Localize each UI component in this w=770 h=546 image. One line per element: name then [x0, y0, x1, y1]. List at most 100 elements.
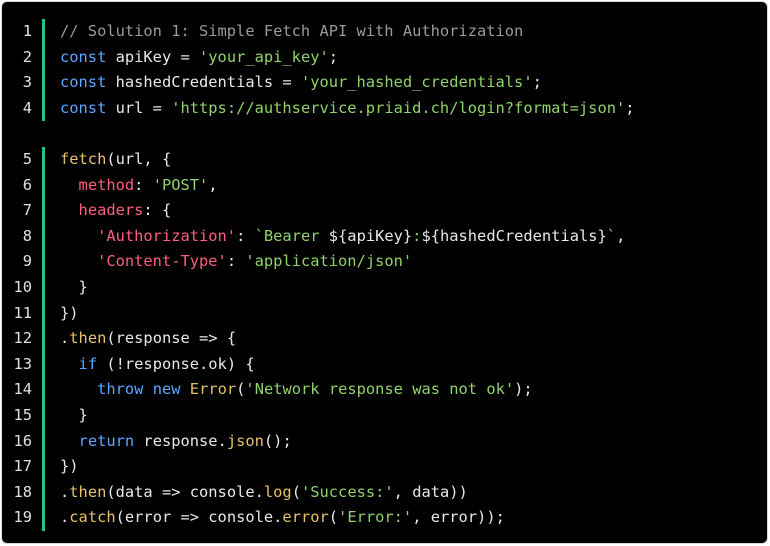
code-token: new — [152, 380, 181, 399]
code-token — [60, 227, 97, 245]
code-token: Error — [189, 380, 237, 399]
code-token: (error => console. — [115, 508, 283, 527]
code-token — [60, 252, 97, 270]
code-text: }) — [60, 454, 79, 480]
code-text: } — [60, 403, 88, 429]
code-token — [60, 432, 79, 450]
code-line: 7 headers: { — [2, 198, 767, 224]
code-token: response. — [134, 431, 227, 450]
code-text: throw new Error('Network response was no… — [60, 377, 533, 403]
code-section-declarations: 1// Solution 1: Simple Fetch API with Au… — [2, 19, 767, 122]
line-number: 15 — [13, 405, 32, 424]
code-text: const url = 'https://authservice.priaid.… — [60, 96, 635, 122]
code-text: .then(data => console.log('Success:', da… — [60, 480, 468, 506]
line-number: 12 — [13, 329, 32, 348]
code-token: throw — [97, 380, 144, 399]
code-token — [181, 380, 190, 398]
code-token: method — [78, 175, 135, 194]
code-token: . — [60, 329, 70, 348]
code-token: : — [236, 226, 255, 245]
code-token: (url, { — [106, 150, 172, 168]
code-token: then — [69, 329, 107, 348]
code-token: catch — [69, 508, 116, 527]
code-token: }) — [60, 303, 79, 322]
code-token: : — [134, 175, 153, 194]
line-number: 7 — [22, 201, 32, 220]
line-number: 18 — [13, 482, 32, 501]
line-number: 13 — [13, 354, 32, 373]
code-line: 11}) — [2, 301, 767, 327]
code-token: if — [78, 354, 98, 373]
code-token: hashedCredentials = — [106, 73, 301, 92]
code-token: (!response.ok) { — [97, 354, 255, 373]
code-line: 13 if (!response.ok) { — [2, 352, 767, 378]
code-token: (response => { — [106, 329, 237, 348]
code-line: 9 'Content-Type': 'application/json' — [2, 249, 767, 275]
code-token: ( — [328, 508, 339, 527]
code-line: 6 method: 'POST', — [2, 173, 767, 199]
code-text: .then(response => { — [60, 326, 236, 352]
line-number: 5 — [22, 150, 32, 168]
line-number: 10 — [13, 277, 32, 296]
code-token: 'Content-Type' — [97, 252, 227, 271]
code-token: // Solution 1: Simple Fetch API with Aut… — [60, 22, 524, 40]
code-token — [60, 380, 97, 398]
code-token: : { — [143, 201, 172, 220]
code-token: json — [226, 431, 264, 450]
code-token: then — [69, 482, 107, 501]
code-line: 17}) — [2, 454, 767, 480]
code-text: const hashedCredentials = 'your_hashed_c… — [60, 70, 542, 96]
code-token — [60, 176, 79, 194]
code-token: , data)) — [393, 482, 468, 501]
line-number: 6 — [22, 175, 32, 194]
code-token: ); — [514, 380, 533, 399]
code-token: ; — [625, 98, 635, 117]
line-number: 16 — [13, 431, 32, 450]
code-token: apiKey = — [106, 47, 200, 66]
code-token — [143, 380, 152, 398]
code-token: 'Success:' — [300, 482, 394, 501]
code-token: 'https://authservice.priaid.ch/login?for… — [171, 98, 626, 117]
code-token: 'POST' — [152, 175, 209, 194]
code-text: } — [60, 275, 88, 301]
code-token: 'your_api_key' — [199, 47, 329, 66]
code-token: log — [263, 482, 292, 501]
code-token: } — [60, 277, 88, 296]
code-token: ; — [328, 47, 339, 66]
code-token: ` — [606, 226, 617, 245]
code-token: ${apiKey} — [328, 226, 413, 245]
code-token: fetch — [60, 150, 107, 168]
code-token: ${hashedCredentials} — [421, 226, 607, 245]
code-token: (); — [263, 431, 292, 450]
code-token: ; — [532, 73, 542, 92]
code-token — [60, 355, 79, 373]
code-text: if (!response.ok) { — [60, 352, 255, 378]
code-line: 10 } — [2, 275, 767, 301]
line-number: 9 — [22, 252, 32, 271]
code-token: , error)); — [412, 508, 505, 527]
gutter-bar — [42, 19, 45, 122]
gutter-bar — [42, 147, 45, 531]
code-token — [60, 201, 79, 219]
code-token: : — [226, 252, 246, 271]
code-token: error — [282, 508, 329, 527]
code-token: const — [60, 98, 107, 117]
code-line: 12.then(response => { — [2, 326, 767, 352]
line-number: 8 — [22, 226, 32, 245]
code-line: 14 throw new Error('Network response was… — [2, 377, 767, 403]
code-token: . — [60, 508, 70, 527]
code-token: , — [616, 226, 626, 245]
code-token: 'Authorization' — [97, 226, 237, 245]
code-line: 16 return response.json(); — [2, 429, 767, 455]
code-token: 'your_hashed_credentials' — [300, 73, 533, 92]
line-number: 2 — [22, 47, 32, 66]
code-token: ( — [236, 380, 246, 399]
code-token: 'Network response was not ok' — [245, 380, 515, 399]
code-token: : — [412, 226, 422, 245]
line-number: 11 — [13, 303, 32, 322]
